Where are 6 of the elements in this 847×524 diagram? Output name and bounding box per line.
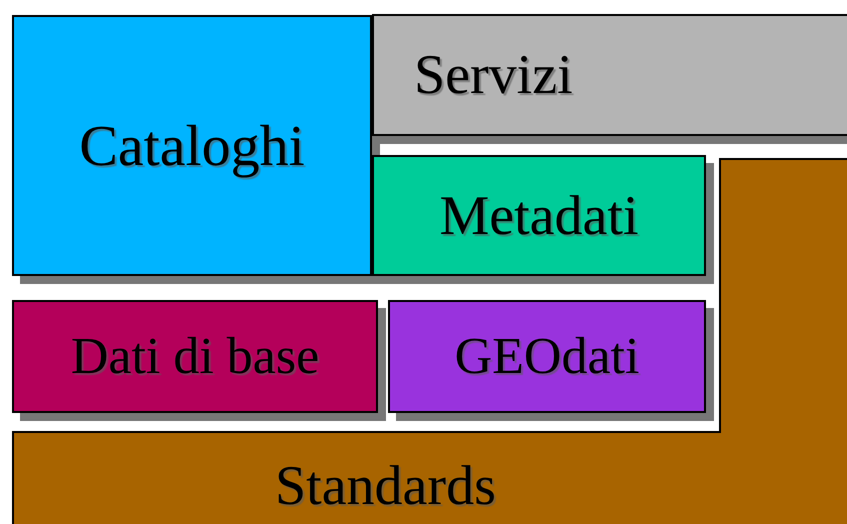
block-label: Metadati xyxy=(439,184,639,248)
block-label: GEOdati xyxy=(454,327,640,386)
block-label: Servizi xyxy=(414,43,573,107)
block-label: Standards xyxy=(275,454,496,518)
block-label: Dati di base xyxy=(70,327,320,386)
block-label: Cataloghi xyxy=(79,112,305,179)
